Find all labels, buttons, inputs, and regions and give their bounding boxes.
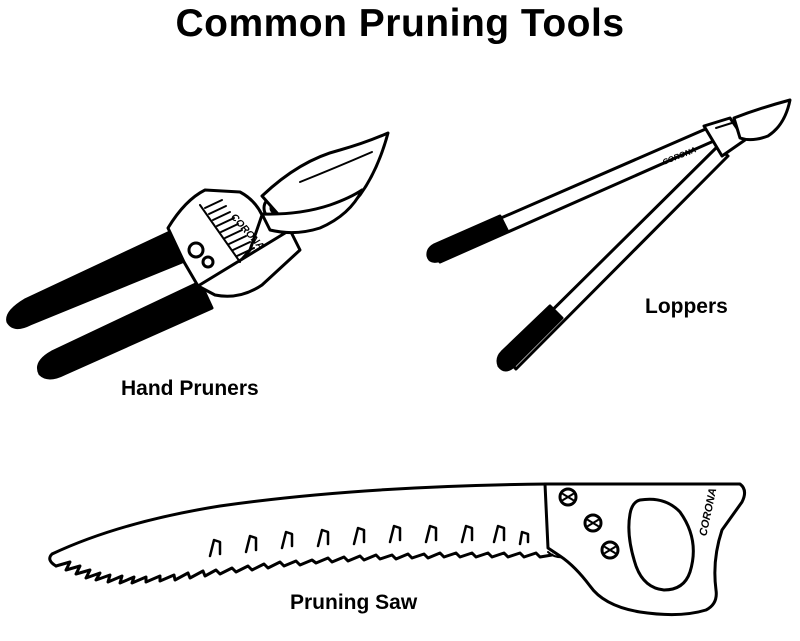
pruning-saw-label: Pruning Saw [290,591,418,614]
pruning-saw-icon: CORONA [48,482,747,617]
loppers-label: Loppers [645,295,728,318]
hand-pruners-icon: CORONA [6,131,390,380]
loppers-icon: CORONA [426,98,792,372]
page-title: Common Pruning Tools [175,2,625,45]
hand-pruners-label: Hand Pruners [121,377,259,400]
